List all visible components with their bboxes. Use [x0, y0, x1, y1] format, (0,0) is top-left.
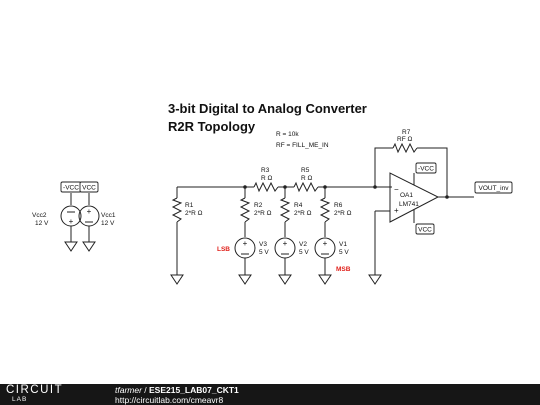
opamp-plus-icon: + — [394, 206, 399, 215]
v3-plus-icon: + — [243, 239, 248, 248]
r2-value: 2*R Ω — [254, 210, 272, 217]
r3-value: R Ω — [261, 175, 273, 182]
opamp-minus-icon: − — [394, 185, 399, 194]
footer-project-link[interactable]: ESE215_LAB07_CKT1 — [149, 385, 239, 395]
resistor-r7[interactable]: R7 RF Ω — [374, 129, 448, 197]
schematic-subtitle: R2R Topology — [168, 119, 256, 134]
vcc2-plus-icon: + — [69, 217, 74, 226]
circuit-schematic: 3-bit Digital to Analog Converter R2R To… — [32, 101, 513, 285]
logo-bottom-text: LAB — [12, 396, 28, 403]
ground-opamp-icon — [368, 274, 382, 285]
resistor-r6[interactable]: R6 2*R Ω — [319, 187, 352, 237]
vcc1-tag: VCC — [79, 181, 99, 193]
voltage-source-vcc1[interactable]: + Vcc1 12 V — [78, 193, 116, 242]
voltage-source-v3[interactable]: + V3 5 V — [234, 237, 269, 275]
circuitlab-logo[interactable]: CIRCUIT LAB — [6, 384, 64, 405]
v3-value: 5 V — [259, 249, 269, 256]
opamp-pos-supply-label: VCC — [418, 227, 432, 234]
schematic-title: 3-bit Digital to Analog Converter — [168, 101, 367, 116]
footer-url-link[interactable]: http://circuitlab.com/cmeavr8 — [115, 395, 224, 405]
param-r: R = 10k — [276, 131, 299, 138]
voltage-source-v2[interactable]: + V2 5 V — [274, 237, 309, 275]
vcc1-tag-label: VCC — [82, 185, 96, 192]
opamp-name: OA1 — [400, 192, 413, 199]
v1-value: 5 V — [339, 249, 349, 256]
noninverting-wire — [374, 210, 390, 275]
r3-label: R3 — [261, 167, 270, 174]
r1-label: R1 — [185, 202, 194, 209]
r6-label: R6 — [334, 202, 343, 209]
v2-value: 5 V — [299, 249, 309, 256]
ground-v2-icon — [278, 274, 292, 285]
vcc2-tag-label: -VCC — [63, 185, 79, 192]
vcc2-tag: -VCC — [60, 181, 82, 193]
msb-label: MSB — [336, 266, 351, 273]
resistor-r4[interactable]: R4 2*R Ω — [279, 187, 312, 237]
v3-label: V3 — [259, 241, 267, 248]
vout-tag: VOUT_inv — [474, 181, 513, 194]
vout-label: VOUT_inv — [479, 185, 510, 192]
footer-user-link[interactable]: tfarmer — [115, 385, 142, 395]
r4-label: R4 — [294, 202, 303, 209]
r7-value: RF Ω — [397, 136, 412, 143]
r1-value: 2*R Ω — [185, 210, 203, 217]
r6-value: 2*R Ω — [334, 210, 352, 217]
footer-bar: CIRCUIT LAB tfarmer / ESE215_LAB07_CKT1 … — [0, 384, 540, 405]
v1-label: V1 — [339, 241, 347, 248]
v1-plus-icon: + — [323, 239, 328, 248]
v2-plus-icon: + — [283, 239, 288, 248]
resistor-r5[interactable]: R5 R Ω — [293, 167, 319, 193]
ground-r1-icon — [170, 274, 184, 285]
resistor-r3[interactable]: R3 R Ω — [253, 167, 279, 193]
lsb-label: LSB — [217, 246, 230, 253]
voltage-source-vcc2[interactable]: + Vcc2 12 V — [32, 193, 82, 242]
vcc2-label: Vcc2 — [32, 212, 47, 219]
ground-vcc2-icon — [64, 241, 78, 252]
ground-vcc1-icon — [82, 241, 96, 252]
opamp-neg-supply-label: -VCC — [418, 166, 434, 173]
vcc2-value: 12 V — [35, 220, 49, 227]
opamp-neg-supply-tag: -VCC — [415, 162, 437, 174]
r4-value: 2*R Ω — [294, 210, 312, 217]
ground-v1-icon — [318, 274, 332, 285]
voltage-source-v1[interactable]: + V1 5 V — [314, 237, 349, 275]
r5-value: R Ω — [301, 175, 313, 182]
r5-label: R5 — [301, 167, 310, 174]
vcc1-label: Vcc1 — [101, 212, 116, 219]
resistor-r1[interactable]: R1 2*R Ω — [171, 187, 203, 275]
v2-label: V2 — [299, 241, 307, 248]
vcc1-plus-icon: + — [87, 207, 92, 216]
vcc1-value: 12 V — [101, 220, 115, 227]
param-rf: RF = FILL_ME_IN — [276, 142, 329, 149]
r2-label: R2 — [254, 202, 263, 209]
resistor-r2[interactable]: R2 2*R Ω — [239, 187, 272, 237]
ground-v3-icon — [238, 274, 252, 285]
footer-info: tfarmer / ESE215_LAB07_CKT1 http://circu… — [115, 385, 239, 405]
opamp-pos-supply-tag: VCC — [415, 223, 435, 235]
footer-separator: / — [141, 385, 150, 395]
r7-label: R7 — [402, 129, 411, 136]
opamp-model: LM741 — [399, 201, 419, 208]
logo-top-text: CIRCUIT — [6, 384, 64, 396]
